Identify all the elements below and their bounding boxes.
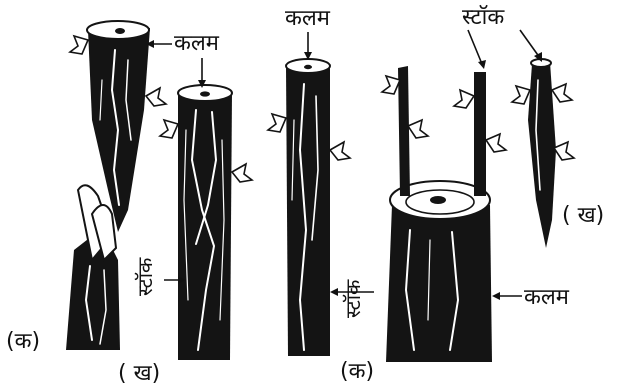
label-stock-top: स्टॉक	[462, 4, 505, 30]
crown-graft	[382, 66, 506, 362]
label-kha-2: ( ख)	[562, 203, 604, 228]
whip-graft	[160, 85, 252, 360]
label-ka-2: (क)	[340, 359, 374, 384]
tongue-graft	[268, 59, 350, 356]
label-kalam-3: कलम	[524, 285, 570, 310]
label-kalam-1: कलम	[174, 31, 220, 56]
split-stock	[66, 185, 120, 350]
label-kalam-2: कलम	[285, 6, 331, 31]
label-stock-vertical-2: स्टॉक	[341, 279, 365, 318]
label-kha-1: ( ख)	[118, 361, 160, 386]
label-stock-vertical-1: स्टॉक	[133, 257, 157, 296]
label-ka-1: (क)	[6, 329, 40, 354]
